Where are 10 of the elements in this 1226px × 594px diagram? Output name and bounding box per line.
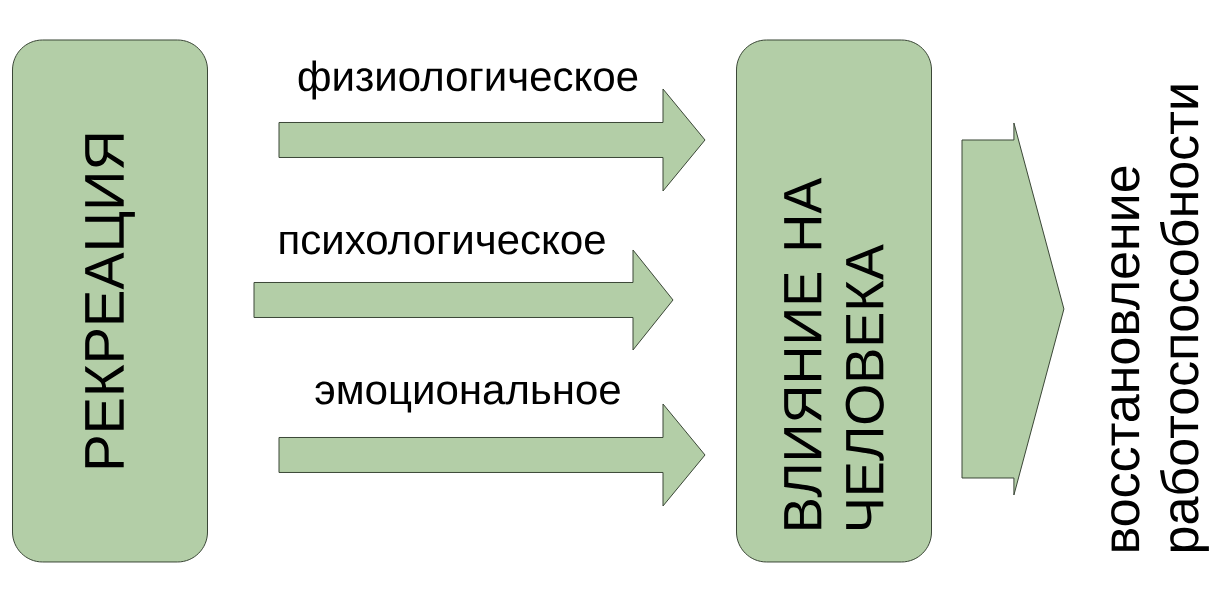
- edge-label: психологическое: [276, 230, 608, 256]
- edge-label: эмоциональное: [313, 380, 623, 414]
- rounded-box: РЕКРЕАЦИЯ: [12, 39, 208, 563]
- block-arrow: [961, 122, 1065, 496]
- block-arrow: [253, 249, 674, 351]
- block-arrow: [278, 403, 706, 507]
- rounded-box: ВЛИЯНИЕ НА ЧЕЛОВЕКА: [736, 39, 932, 563]
- text-label: восстановление работоспособности: [1111, 85, 1209, 552]
- edge-label: физиологическое: [295, 59, 641, 101]
- block-arrow: [278, 88, 706, 192]
